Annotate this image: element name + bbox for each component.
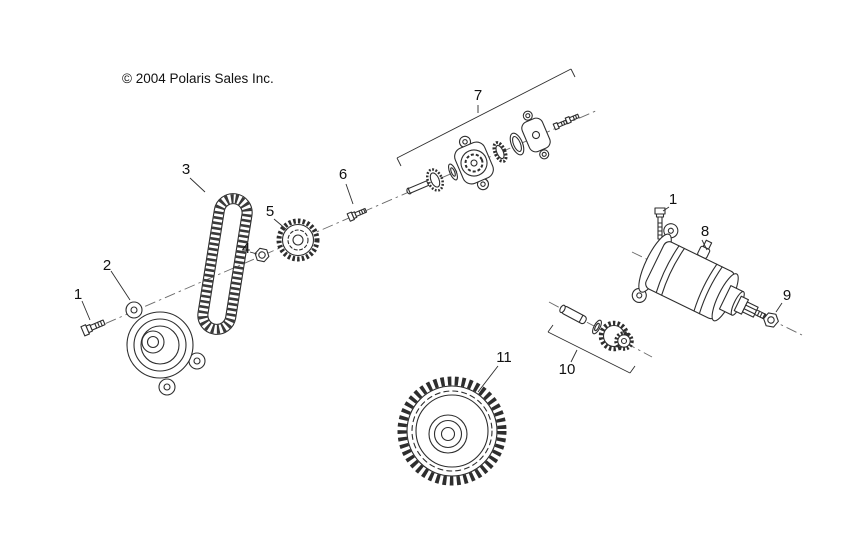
callout-5-sprocket: 5 <box>266 203 288 231</box>
callout-label: 4 <box>242 240 250 257</box>
callout-7-oil-pump: 7 <box>396 68 576 167</box>
callout-label: 1 <box>669 191 677 208</box>
pump-body <box>454 135 494 191</box>
callout-4-nut: 4 <box>242 240 258 257</box>
mounting-bolt-right <box>654 207 666 240</box>
callouts: 1 2 3 4 5 6 7 8 <box>74 68 791 393</box>
idler-pin <box>559 304 587 325</box>
callout-label: 6 <box>339 166 347 183</box>
idler-gear-assembly <box>559 304 634 352</box>
callout-label: 2 <box>103 257 111 274</box>
pump-screw-b <box>564 113 580 125</box>
sprocket <box>276 218 320 262</box>
pump-inner-rotor <box>492 141 508 163</box>
centerline-main <box>85 109 599 333</box>
callout-label: 7 <box>474 87 482 104</box>
pump-shaft <box>406 168 444 195</box>
callout-2-cover: 2 <box>103 257 131 301</box>
pump-screw-a <box>552 119 568 131</box>
callout-label: 5 <box>266 203 274 220</box>
callout-label: 8 <box>701 223 709 240</box>
small-screw <box>346 207 368 222</box>
callout-10-idler: 10 <box>547 324 636 378</box>
callout-9-nut: 9 <box>775 287 791 313</box>
pump-outer-rotor <box>509 132 525 156</box>
starter-drive-gear <box>397 376 507 486</box>
drive-chain <box>197 193 253 335</box>
gearcase-cover <box>125 301 206 396</box>
callout-label: 11 <box>496 349 512 366</box>
callout-label: 3 <box>182 161 190 178</box>
callout-1-right: 1 <box>662 191 677 212</box>
starter-shaft-nut <box>763 312 779 328</box>
callout-label: 1 <box>74 286 82 303</box>
starter-motor <box>631 223 767 322</box>
copyright-text: © 2004 Polaris Sales Inc. <box>122 71 274 86</box>
mounting-bolt-left <box>80 319 106 337</box>
callout-3-chain: 3 <box>182 161 206 193</box>
callout-label: 9 <box>783 287 791 304</box>
callout-1-left: 1 <box>74 286 91 321</box>
oil-pump-assembly <box>406 110 580 195</box>
pump-washer <box>448 163 458 181</box>
callout-label: 10 <box>559 361 576 378</box>
idler-washer <box>592 319 602 335</box>
callout-11-drive-gear: 11 <box>477 349 512 393</box>
pump-cover-plate <box>521 110 551 160</box>
sprocket-nut <box>254 247 270 263</box>
idler-gear <box>598 320 634 352</box>
callout-6-screw: 6 <box>339 166 354 205</box>
callout-8-starter: 8 <box>701 223 709 251</box>
